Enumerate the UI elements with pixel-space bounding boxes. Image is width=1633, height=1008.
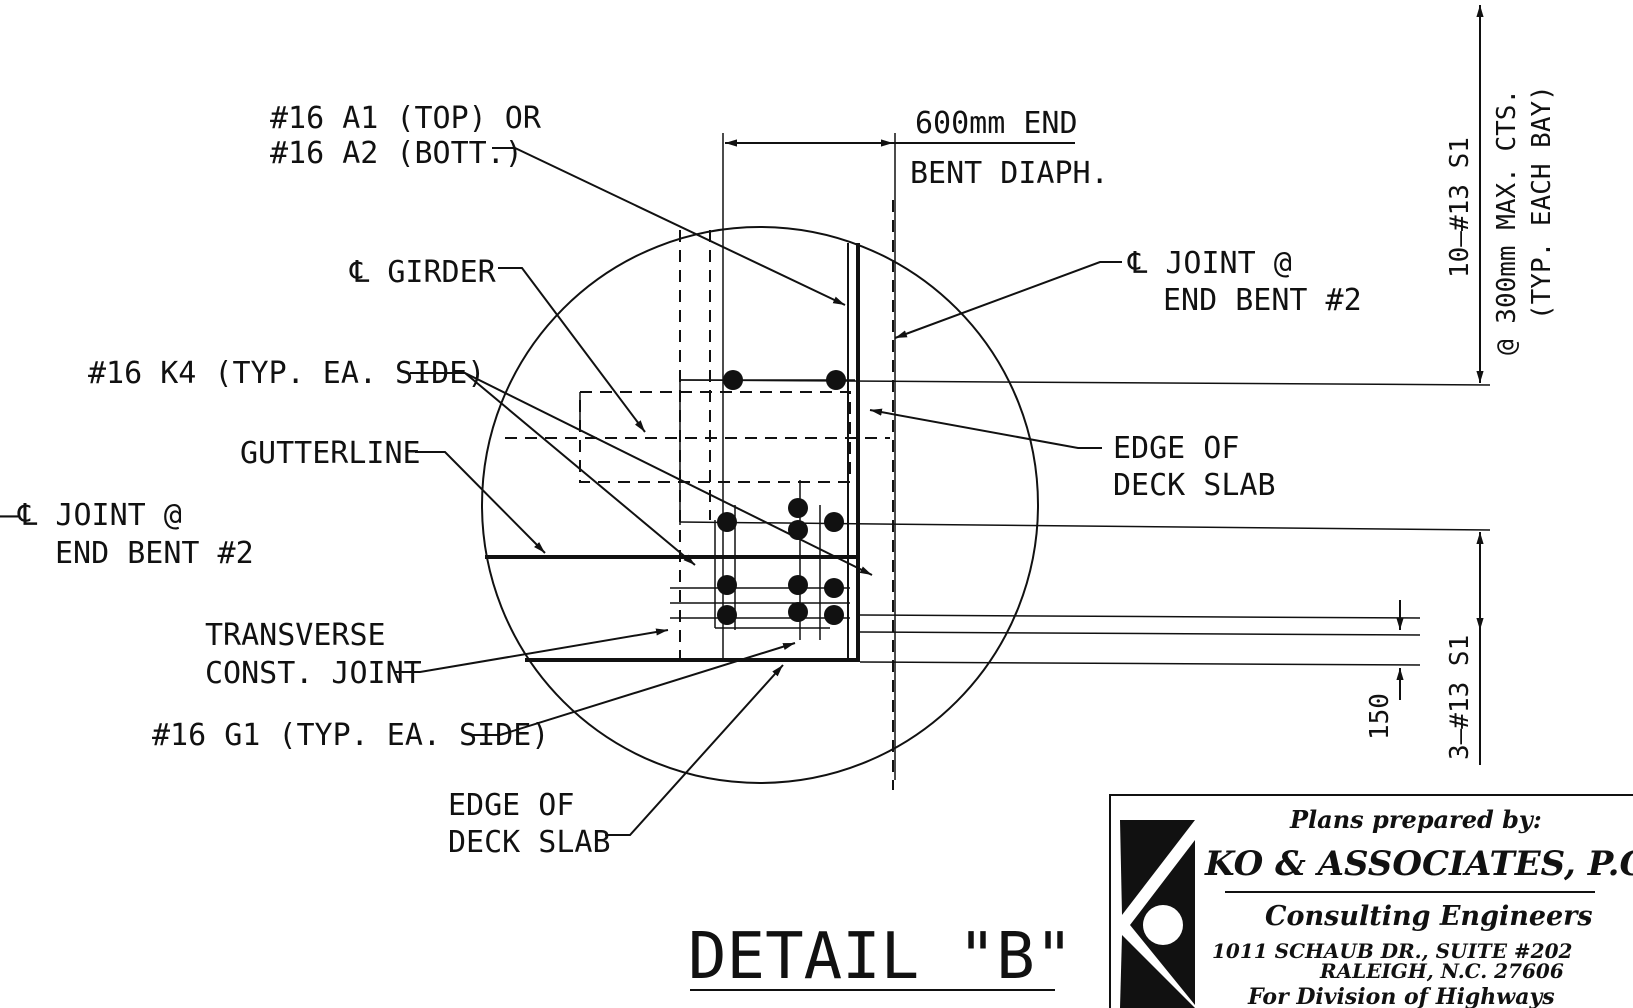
rebar-dot bbox=[717, 575, 737, 595]
title-block-frame bbox=[1109, 794, 1633, 1008]
tb-address-2: RALEIGH, N.C. 27606 bbox=[1319, 959, 1564, 983]
leader-girder bbox=[498, 267, 646, 433]
tb-discipline: Consulting Engineers bbox=[1265, 901, 1593, 932]
leader-k4-a bbox=[410, 372, 696, 566]
label-s1-bottom: 3–#13 S1 bbox=[1445, 635, 1475, 760]
label-s1-spacing-line2: (TYP. EACH BAY) bbox=[1527, 85, 1557, 320]
leader-transverse bbox=[395, 628, 669, 673]
label-joint-right-line2: END BENT #2 bbox=[1163, 283, 1362, 318]
tb-prepared-by: Plans prepared by: bbox=[1289, 805, 1542, 834]
detail-circle bbox=[481, 226, 1039, 784]
leader-k4-b bbox=[464, 372, 873, 576]
rebar-dot bbox=[788, 575, 808, 595]
label-s1-top: 10–#13 S1 bbox=[1445, 137, 1475, 278]
firm-logo bbox=[1120, 820, 1195, 1008]
rebar-dot bbox=[723, 370, 743, 390]
label-k4: #16 K4 (TYP. EA. SIDE) bbox=[88, 356, 485, 391]
label-end-diaph-line1: 600mm END bbox=[915, 106, 1078, 141]
mid-bar-line bbox=[679, 521, 1491, 531]
top-bar-line bbox=[679, 379, 1491, 386]
label-transverse-line1: TRANSVERSE bbox=[205, 618, 386, 653]
label-end-diaph-line2: BENT DIAPH. bbox=[910, 156, 1109, 191]
rebar-dot bbox=[717, 605, 737, 625]
title-block: Plans prepared by: KO & ASSOCIATES, P.C.… bbox=[1109, 794, 1633, 1008]
rebar-dot bbox=[824, 578, 844, 598]
rebar-dot bbox=[717, 512, 737, 532]
label-edge-right-line2: DECK SLAB bbox=[1113, 468, 1276, 503]
label-a1-line1: #16 A1 (TOP) OR bbox=[270, 101, 542, 136]
rebar-dot bbox=[788, 602, 808, 622]
label-edge-bottom-line2: DECK SLAB bbox=[448, 825, 611, 860]
leader-edge-bottom bbox=[605, 664, 784, 836]
tb-client: For Division of Highways bbox=[1247, 984, 1555, 1008]
rebar-dot bbox=[826, 370, 846, 390]
lower-line-1 bbox=[859, 614, 1421, 619]
label-joint-right-line1: ℄ JOINT @ bbox=[1127, 246, 1292, 281]
label-s1-spacing-line1: @ 300mm MAX. CTS. bbox=[1492, 89, 1522, 355]
tb-firm: KO & ASSOCIATES, P.C. bbox=[1204, 844, 1633, 884]
label-edge-right-line1: EDGE OF bbox=[1113, 431, 1239, 466]
label-g1: #16 G1 (TYP. EA. SIDE) bbox=[152, 718, 549, 753]
detail-title: DETAIL "B" bbox=[688, 920, 1073, 994]
label-transverse-line2: CONST. JOINT bbox=[205, 656, 422, 691]
label-joint-left-line2: END BENT #2 bbox=[55, 536, 254, 571]
label-edge-bottom-line1: EDGE OF bbox=[448, 788, 574, 823]
label-dim-150: 150 bbox=[1365, 693, 1395, 740]
leader-a1 bbox=[492, 147, 846, 306]
rebar-dot bbox=[788, 520, 808, 540]
leader-joint-right bbox=[894, 261, 1122, 339]
label-joint-left-line1: –℄ JOINT @ bbox=[0, 498, 182, 533]
leader-g1 bbox=[472, 642, 796, 736]
label-a1-line2: #16 A2 (BOTT.) bbox=[270, 136, 523, 171]
leader-gutterline bbox=[415, 451, 546, 554]
label-gutterline: GUTTERLINE bbox=[240, 436, 421, 471]
leader-edge-right bbox=[869, 408, 1102, 449]
lower-line-3 bbox=[859, 661, 1421, 666]
tb-address-1: 1011 SCHAUB DR., SUITE #202 bbox=[1212, 939, 1572, 963]
label-girder: ℄ GIRDER bbox=[349, 255, 497, 290]
rebar-dot bbox=[824, 512, 844, 532]
rebar-dot bbox=[824, 605, 844, 625]
lower-line-2 bbox=[859, 631, 1421, 636]
rebar-dot bbox=[788, 498, 808, 518]
